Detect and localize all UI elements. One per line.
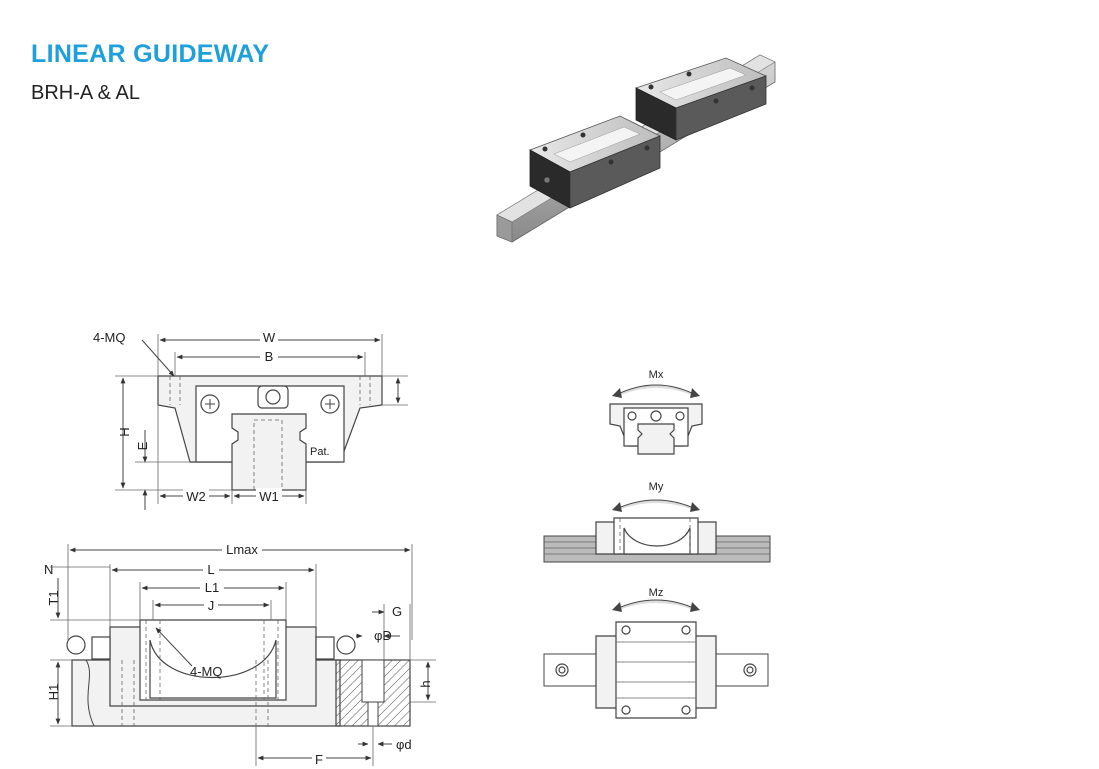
dim-h1-label: H1 bbox=[46, 684, 61, 701]
dim-w2-label: W2 bbox=[186, 489, 206, 504]
carriage-block-front bbox=[529, 115, 661, 209]
moment-my-label: My bbox=[649, 481, 664, 493]
model-subtitle: BRH-A & AL bbox=[31, 82, 140, 104]
side-view-drawing: Lmax L L1 J N T1 H1 4-MQ bbox=[44, 542, 436, 767]
moment-mx-label: Mx bbox=[649, 369, 664, 381]
guideway-product-illustration bbox=[496, 54, 776, 243]
dim-g-label: G bbox=[392, 604, 402, 619]
dim-dia-d-small-label: φd bbox=[396, 737, 412, 752]
dim-l-label: L bbox=[207, 562, 214, 577]
dim-w1-label: W1 bbox=[259, 489, 279, 504]
dim-t1-label: T1 bbox=[46, 590, 61, 605]
moment-mx-view: Mx bbox=[609, 369, 703, 455]
dim-n-label: N bbox=[44, 562, 53, 577]
dim-f-label: F bbox=[315, 752, 323, 767]
dim-dia-d-label: φD bbox=[374, 628, 392, 643]
moment-mz-view: Mz bbox=[543, 587, 769, 719]
dim-b-label: B bbox=[265, 349, 274, 364]
dim-l1-label: L1 bbox=[205, 580, 219, 595]
front-view-drawing: W B 4-MQ H E W2 W1 Pat. bbox=[93, 330, 408, 510]
dim-h-label: H bbox=[117, 427, 132, 436]
carriage-block-rear bbox=[634, 57, 768, 141]
page-title: LINEAR GUIDEWAY bbox=[31, 40, 270, 68]
dim-e-label: E bbox=[135, 441, 150, 450]
patent-label: Pat. bbox=[310, 446, 330, 458]
side-mq-label: 4-MQ bbox=[190, 664, 223, 679]
front-mq-label: 4-MQ bbox=[93, 330, 126, 345]
dim-lmax-label: Lmax bbox=[226, 542, 258, 557]
dim-small-h-label: h bbox=[418, 680, 433, 687]
dim-j-label: J bbox=[208, 598, 215, 613]
dim-w-label: W bbox=[263, 330, 276, 345]
moment-mz-label: Mz bbox=[649, 587, 664, 599]
moment-my-view: My bbox=[543, 481, 771, 563]
